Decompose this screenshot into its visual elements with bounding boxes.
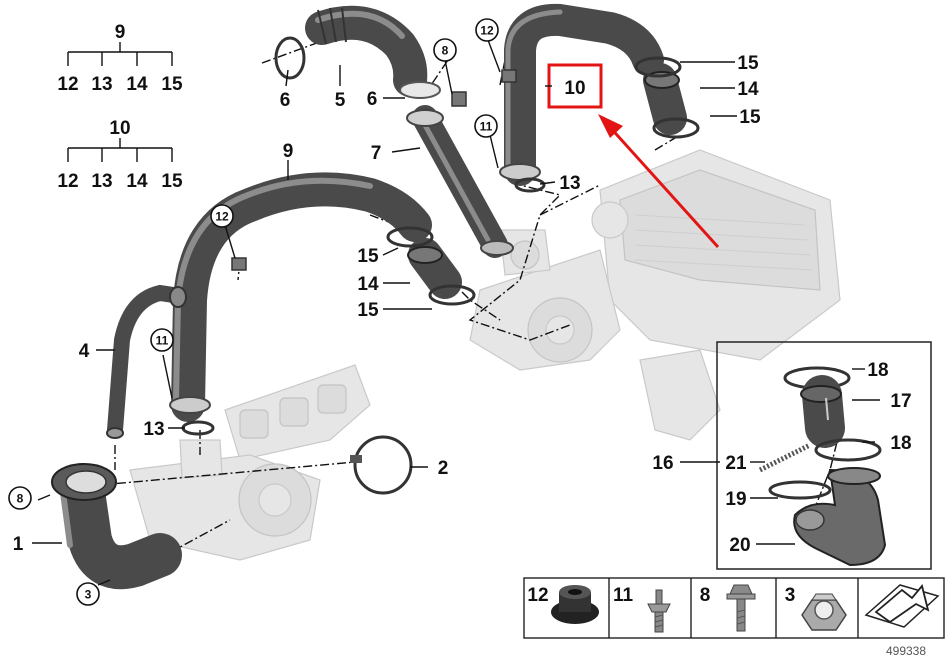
connector-hose-14-lower: [407, 238, 462, 299]
callout-21: 21: [725, 453, 747, 474]
callout-6-right: 6: [367, 89, 378, 110]
leader-lines: [32, 39, 880, 586]
pipe-9: [169, 172, 432, 422]
callout-7: 7: [371, 143, 382, 164]
callout-16: 16: [652, 453, 673, 474]
direction-arrow-icon: [864, 584, 940, 628]
tree-9-child-4: 15: [161, 74, 183, 95]
hose-5: [305, 5, 428, 97]
callout-20: 20: [729, 535, 750, 556]
callout-5: 5: [335, 90, 346, 111]
callout-6-left: 6: [280, 90, 291, 111]
tree-9-root: 9: [115, 22, 126, 43]
bracket-12-upper: [501, 69, 517, 83]
hose-1: [51, 463, 182, 590]
callout-18-lower: 18: [890, 433, 911, 454]
grommet-icon: [551, 585, 599, 624]
callout-12-circled-lower: 12: [215, 210, 229, 224]
callout-13-lower: 13: [143, 419, 164, 440]
callout-18-upper: 18: [867, 360, 888, 381]
bracket-8-upper: [451, 91, 467, 107]
callout-10-highlighted: 10: [564, 78, 585, 99]
charge-pipe-7: [406, 105, 514, 258]
tree-10-child-2: 13: [91, 171, 112, 192]
callout-9: 9: [283, 141, 294, 162]
connector-hose-14-upper: [643, 63, 687, 135]
clamp-2: [350, 435, 413, 495]
tree-10-child-4: 15: [161, 171, 183, 192]
callout-15-upper-1: 15: [737, 53, 759, 74]
intercooler-ghost: [591, 149, 841, 441]
stud-bolt-icon: [647, 589, 671, 633]
tree-10-child-1: 12: [57, 171, 78, 192]
diagram-number: 499338: [886, 644, 926, 658]
inset-parts: [758, 366, 887, 567]
tree-10-root: 10: [109, 118, 130, 139]
callout-2: 2: [438, 458, 449, 479]
clamp-6-left: [274, 36, 306, 80]
tree-10-child-3: 14: [126, 171, 148, 192]
clamp-6-right: [399, 81, 441, 99]
legend-number-1: 12: [527, 585, 548, 606]
tree-9-child-1: 12: [57, 74, 78, 95]
legend-number-4: 3: [785, 585, 796, 606]
hose-4: [106, 284, 188, 439]
callout-15-upper-2: 15: [739, 107, 761, 128]
callout-11-circled-upper: 11: [480, 120, 493, 134]
bolt-icon: [726, 584, 756, 632]
callout-11-circled-lower: 11: [156, 334, 169, 348]
callout-19: 19: [725, 489, 746, 510]
callout-8-circled: 8: [442, 44, 449, 58]
highlight-arrow: [598, 114, 720, 249]
callout-14-upper: 14: [737, 79, 759, 100]
callout-4: 4: [79, 341, 90, 362]
callout-15-lower-1: 15: [357, 246, 379, 267]
callout-14-lower: 14: [357, 274, 379, 295]
upper-turbo-ghost: [469, 229, 621, 371]
inset-box-16: [716, 341, 932, 570]
callout-12-circled-upper: 12: [480, 24, 494, 38]
hex-nut-icon: [801, 593, 847, 631]
seal-13-upper: [514, 177, 546, 193]
callout-1: 1: [13, 534, 24, 555]
legend-number-3: 8: [700, 585, 711, 606]
tree-9-child-2: 13: [91, 74, 112, 95]
circled-callouts: [8, 18, 499, 606]
callout-8-circled-lower: 8: [17, 492, 24, 506]
exhaust-manifold-ghost: [224, 364, 371, 461]
legend-number-2: 11: [613, 585, 634, 606]
callout-17: 17: [890, 391, 911, 412]
tree-9-child-3: 14: [126, 74, 148, 95]
callout-15-lower-2: 15: [357, 300, 379, 321]
callout-3-circled: 3: [85, 588, 92, 602]
bracket-12-lower: [231, 257, 247, 271]
seal-13-lower: [181, 420, 215, 436]
lower-turbo-ghost: [129, 439, 321, 561]
callout-13-upper: 13: [559, 173, 580, 194]
clamps-15: [386, 56, 700, 306]
